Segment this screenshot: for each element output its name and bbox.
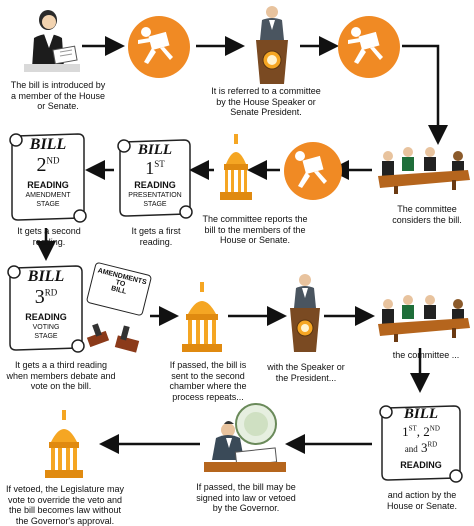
reading-number: 1ST [145,158,165,178]
stage-line-2: STAGE [143,201,167,208]
stage-line-2: STAGE [34,333,58,340]
rubber-stamps-icon [86,323,140,353]
reading-label: READING [400,460,442,470]
reading-number: 2ND [36,154,60,176]
bill-title: BILL [403,406,439,422]
reading-label: READING [25,312,67,322]
bill-title: BILL [29,136,67,153]
caption-considers: The committee considers the bill. [392,204,462,225]
bill-scroll-second: BILL 2ND READING AMENDMENT STAGE [8,130,88,224]
committee-meeting-icon-2 [378,295,470,342]
caption-signed: If passed, the bill may be signed into l… [196,482,296,513]
bill-scroll-third: BILL 3RD READING VOTING STAGE [6,262,86,354]
caption-reports: The committee reports the bill to the me… [202,214,308,245]
stage-line-2: STAGE [36,201,60,208]
caption-vetoed: If vetoed, the Legislature may vote to o… [5,484,125,526]
runner-icon-3 [284,142,342,200]
reading-number: 3RD [34,286,58,308]
caption-second: It gets a second reading. [17,226,81,247]
capitol-dome-icon-3 [45,410,83,478]
committee-meeting-icon-1 [378,147,470,194]
runner-icon-2 [338,16,400,78]
caption-third: It gets a a third reading when members d… [6,360,116,391]
stage-line-1: VOTING [32,324,60,331]
reading-label: READING [27,180,69,190]
caption-speaker: with the Speaker or the President... [267,362,345,383]
caption-intro: The bill is introduced by a member of th… [10,80,106,111]
caption-passed: If passed, the bill is sent to the secon… [169,360,247,402]
capitol-dome-icon-1 [220,134,252,200]
stage-line-1: PRESENTATION [128,192,182,199]
caption-committee2: the committee ... [392,350,460,360]
stage-line-1: AMENDMENT [25,192,71,199]
arrow-4 [402,44,448,145]
reading-numbers-line-2: and 3RD [404,440,438,455]
bill-title: BILL [27,268,65,285]
bill-title: BILL [137,142,173,158]
reading-numbers-line-1: 1ST, 2ND [402,424,440,439]
runner-icon-1 [128,16,190,78]
caption-first: It gets a first reading. [131,226,181,247]
caption-referred: It is referred to a committee by the Hou… [211,86,321,117]
reading-label: READING [134,180,176,190]
woman-legislator-icon [24,10,80,72]
bill-scroll-first: BILL 1ST READING PRESENTATION STAGE [116,136,194,220]
speaker-podium-icon-1 [256,6,288,84]
governor-signing-icon [204,403,286,472]
caption-action: and action by the House or Senate. [386,490,458,511]
bill-scroll-readings: BILL 1ST, 2ND and 3RD READING [378,402,464,484]
speaker-podium-icon-2 [290,274,320,352]
capitol-dome-icon-2 [182,282,222,352]
